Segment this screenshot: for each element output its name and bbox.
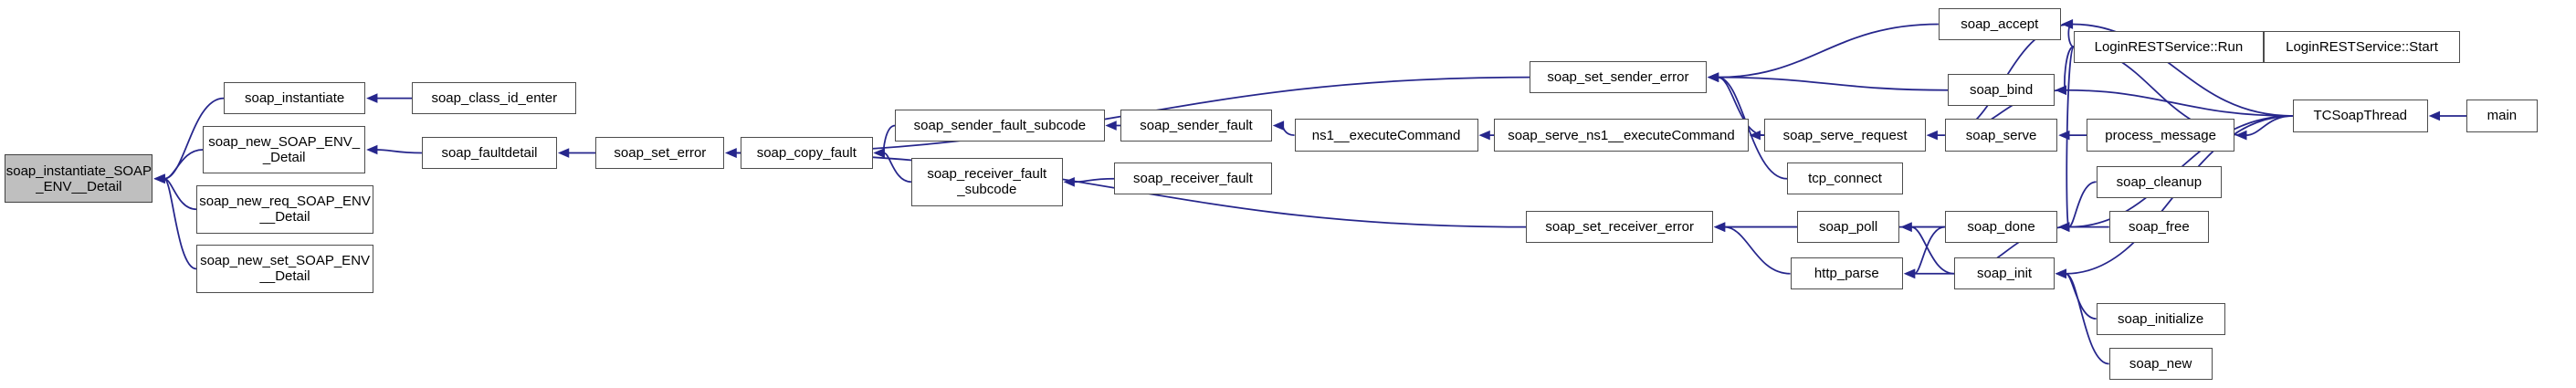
call-edge <box>1903 268 1955 279</box>
call-edge <box>1105 121 1121 131</box>
call-edge <box>1478 130 1495 141</box>
call-edge <box>1713 222 1797 232</box>
graph-node-soap-set-receiver-error[interactable]: soap_set_receiver_error <box>1526 211 1713 244</box>
graph-node-ns1-executecommand[interactable]: ns1__executeCommand <box>1294 119 1478 152</box>
graph-node-soap-instantiate-soap-env-detail[interactable]: soap_instantiate_SOAP _ENV__Detail <box>5 154 153 204</box>
call-edge <box>1900 222 1945 232</box>
call-edge <box>2058 222 2109 232</box>
graph-node-soap-poll[interactable]: soap_poll <box>1796 211 1900 244</box>
graph-node-soap-faultdetail[interactable]: soap_faultdetail <box>421 136 558 170</box>
call-edge <box>366 93 413 103</box>
call-edge <box>1903 225 1946 279</box>
graph-node-soap-bind[interactable]: soap_bind <box>1948 74 2055 107</box>
graph-node-soap-receiver-fault[interactable]: soap_receiver_fault <box>1114 163 1272 195</box>
graph-node-soap-copy-fault[interactable]: soap_copy_fault <box>741 136 873 170</box>
call-edge <box>1063 176 1115 187</box>
call-edge <box>2058 46 2075 232</box>
graph-node-main[interactable]: main <box>2466 100 2538 132</box>
call-edge <box>366 144 422 155</box>
graph-node-soap-new-req-soap-env-detail[interactable]: soap_new_req_SOAP_ENV __Detail <box>196 184 374 234</box>
call-edge <box>1707 72 1949 91</box>
call-edge <box>873 148 912 184</box>
graph-node-soap-class-id-enter[interactable]: soap_class_id_enter <box>412 81 577 115</box>
call-edge <box>1272 121 1295 137</box>
call-edge <box>1707 23 1939 82</box>
graph-node-loginrestservice-run[interactable]: LoginRESTService::Run <box>2073 30 2264 63</box>
call-edge <box>2058 130 2087 141</box>
call-edge <box>2055 268 2097 320</box>
call-edge <box>2055 85 2293 117</box>
call-edge <box>557 148 596 158</box>
call-edge <box>1749 130 1765 141</box>
graph-node-http-parse[interactable]: http_parse <box>1790 257 1903 290</box>
call-edge <box>873 124 896 158</box>
call-edge <box>1926 130 1945 141</box>
graph-node-soap-set-error[interactable]: soap_set_error <box>595 136 725 170</box>
graph-node-soap-receiver-fault-subcode[interactable]: soap_receiver_fault _subcode <box>910 157 1063 206</box>
graph-node-soap-cleanup[interactable]: soap_cleanup <box>2096 165 2223 198</box>
graph-node-soap-serve[interactable]: soap_serve <box>1944 119 2058 152</box>
graph-node-loginrestservice-start[interactable]: LoginRESTService::Start <box>2263 30 2461 63</box>
call-edge <box>153 173 197 211</box>
graph-node-soap-accept[interactable]: soap_accept <box>1938 7 2061 41</box>
call-edge <box>2055 46 2075 96</box>
graph-node-soap-serve-request[interactable]: soap_serve_request <box>1764 119 1926 152</box>
graph-node-soap-new[interactable]: soap_new <box>2108 347 2213 381</box>
call-edge <box>2235 115 2293 141</box>
call-edge <box>2058 181 2097 232</box>
graph-node-soap-instantiate[interactable]: soap_instantiate <box>224 81 366 115</box>
graph-node-tcp-connect[interactable]: tcp_connect <box>1787 163 1903 195</box>
call-edge <box>153 173 197 270</box>
graph-node-soap-new-soap-env-detail[interactable]: soap_new_SOAP_ENV_ _Detail <box>203 125 366 174</box>
graph-node-process-message[interactable]: process_message <box>2087 119 2235 152</box>
graph-node-soap-set-sender-error[interactable]: soap_set_sender_error <box>1529 61 1707 94</box>
graph-node-soap-serve-ns1-executecommand[interactable]: soap_serve_ns1__executeCommand <box>1494 119 1749 152</box>
graph-node-soap-init[interactable]: soap_init <box>1954 257 2055 290</box>
graph-node-soap-new-set-soap-env-detail[interactable]: soap_new_set_SOAP_ENV __Detail <box>196 245 374 293</box>
call-edge <box>153 149 204 184</box>
call-edge <box>2061 19 2075 48</box>
call-edge <box>1713 222 1791 275</box>
graph-node-soap-sender-fault-subcode[interactable]: soap_sender_fault_subcode <box>895 109 1105 142</box>
graph-node-soap-initialize[interactable]: soap_initialize <box>2096 302 2225 335</box>
graph-node-soap-free[interactable]: soap_free <box>2108 211 2209 244</box>
graph-node-soap-sender-fault[interactable]: soap_sender_fault <box>1120 109 1272 142</box>
graph-node-soap-done[interactable]: soap_done <box>1944 211 2058 244</box>
call-edge <box>2428 110 2467 121</box>
call-edge <box>725 148 741 158</box>
graph-node-tcsoapthread[interactable]: TCSoapThread <box>2292 100 2428 132</box>
